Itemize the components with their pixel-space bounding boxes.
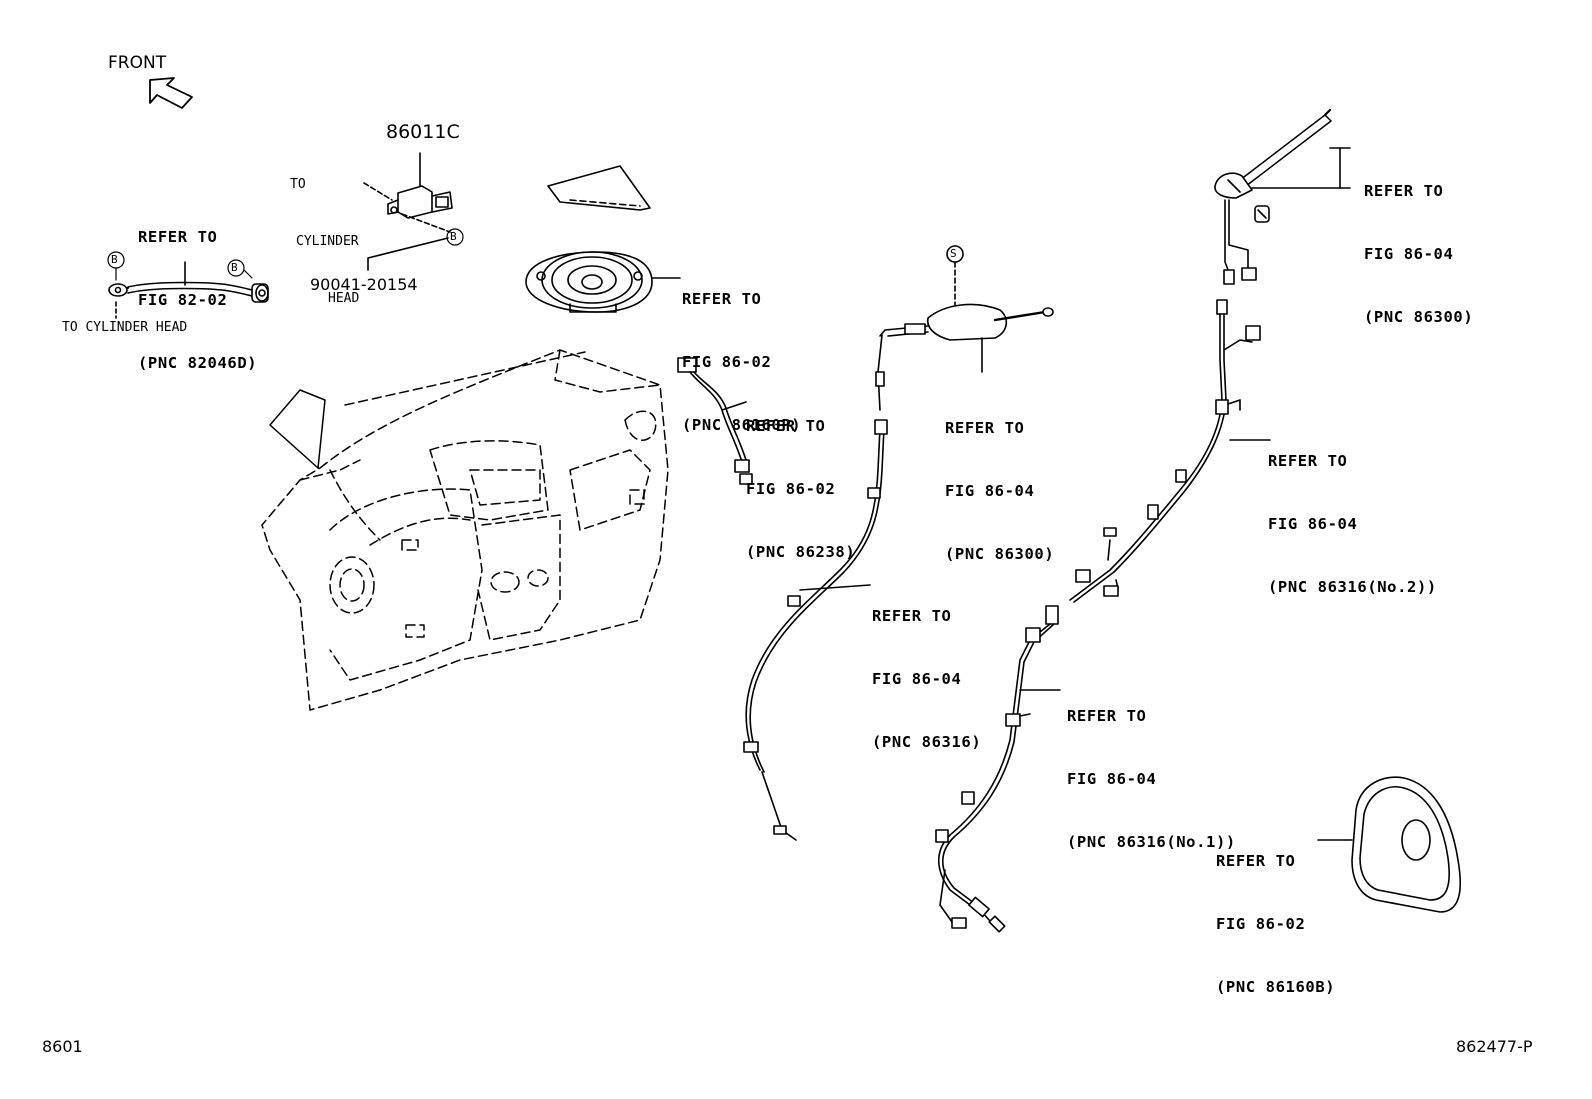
part-number-90041-20154: 90041-20154 (310, 275, 418, 294)
figure-code: 8601 (42, 1037, 83, 1056)
antenna-assembly-center (743, 245, 1054, 841)
label-line: TO (290, 177, 306, 192)
refer-86-04-antenna-center-callout: REFER TO FIG 86-04 (PNC 86300) (945, 376, 1054, 586)
part-number-86011c: 86011C (386, 121, 460, 143)
callout-line: (PNC 86238) (746, 543, 856, 561)
callout-line: FIG 86-02 (1216, 915, 1306, 933)
callout-line: (PNC 86316(No.1)) (1067, 833, 1236, 851)
callout-line: FIG 86-04 (945, 482, 1035, 500)
refer-86-02-speaker-callout: REFER TO FIG 86-02 (PNC 86160B) (1216, 809, 1335, 1019)
refer-86-04-cord-no1-callout: REFER TO FIG 86-04 (PNC 86316(No.1)) (1067, 664, 1236, 874)
callout-line: FIG 86-04 (1067, 770, 1157, 788)
instrument-panel-outline (261, 349, 669, 711)
callout-line: REFER TO (746, 417, 826, 435)
callout-line: REFER TO (1067, 707, 1147, 725)
callout-line: (PNC 86160P) (682, 416, 802, 434)
callout-line: (PNC 82046D) (138, 354, 258, 372)
marker-b: B (450, 230, 457, 243)
front-direction-arrow-icon (149, 77, 193, 109)
callout-line: (PNC 86160B) (1216, 978, 1336, 996)
refer-86-04-cord-callout: REFER TO FIG 86-04 (PNC 86316) (872, 564, 981, 774)
marker-s: S (950, 247, 957, 260)
to-cylinder-head-upper: TO CYLINDER HEAD (290, 137, 359, 327)
wire-harness-86238 (677, 357, 753, 485)
callout-line: FIG 82-02 (138, 291, 228, 309)
ground-strap-wire (108, 261, 269, 319)
refer-82-02-callout: REFER TO FIG 82-02 (PNC 82046D) (138, 185, 257, 395)
illustration-code: 862477-P (1456, 1037, 1533, 1056)
antenna-cord-no2 (1069, 299, 1271, 603)
callout-line: FIG 86-04 (872, 670, 962, 688)
refer-86-02-tweeter-callout: REFER TO FIG 86-02 (PNC 86160P) (682, 247, 801, 457)
callout-line: REFER TO (138, 228, 218, 246)
rear-speaker (1317, 776, 1462, 913)
tweeter-speaker (525, 251, 681, 313)
refer-86-04-antenna-right-callout: REFER TO FIG 86-04 (PNC 86300) (1364, 139, 1473, 349)
callout-line: FIG 86-02 (682, 353, 772, 371)
marker-b: B (231, 261, 238, 274)
label-line: CYLINDER (296, 234, 359, 249)
refer-86-04-cord-no2-callout: REFER TO FIG 86-04 (PNC 86316(No.2)) (1268, 409, 1437, 619)
callout-line: (PNC 86300) (1364, 308, 1474, 326)
callout-line: REFER TO (682, 290, 762, 308)
front-label: FRONT (108, 53, 167, 73)
callout-line: (PNC 86316(No.2)) (1268, 578, 1437, 596)
callout-line: FIG 86-04 (1364, 245, 1454, 263)
callout-line: (PNC 86316) (872, 733, 982, 751)
callout-line: REFER TO (1216, 852, 1296, 870)
callout-line: FIG 86-04 (1268, 515, 1358, 533)
antenna-cord-no1 (935, 605, 1061, 933)
callout-line: REFER TO (1364, 182, 1444, 200)
callout-line: FIG 86-02 (746, 480, 836, 498)
callout-line: (PNC 86300) (945, 545, 1055, 563)
callout-line: REFER TO (945, 419, 1025, 437)
callout-line: REFER TO (872, 607, 952, 625)
callout-line: REFER TO (1268, 452, 1348, 470)
to-cylinder-head-lower: TO CYLINDER HEAD (62, 320, 188, 335)
refer-86-02-wire-callout: REFER TO FIG 86-02 (PNC 86238) (746, 374, 855, 584)
marker-b-group (107, 228, 464, 281)
marker-b: B (111, 253, 118, 266)
small-panel-piece (547, 165, 651, 211)
sensor-86011c (363, 152, 453, 271)
label-line: HEAD (328, 291, 360, 306)
antenna-assembly-right (1214, 108, 1351, 285)
